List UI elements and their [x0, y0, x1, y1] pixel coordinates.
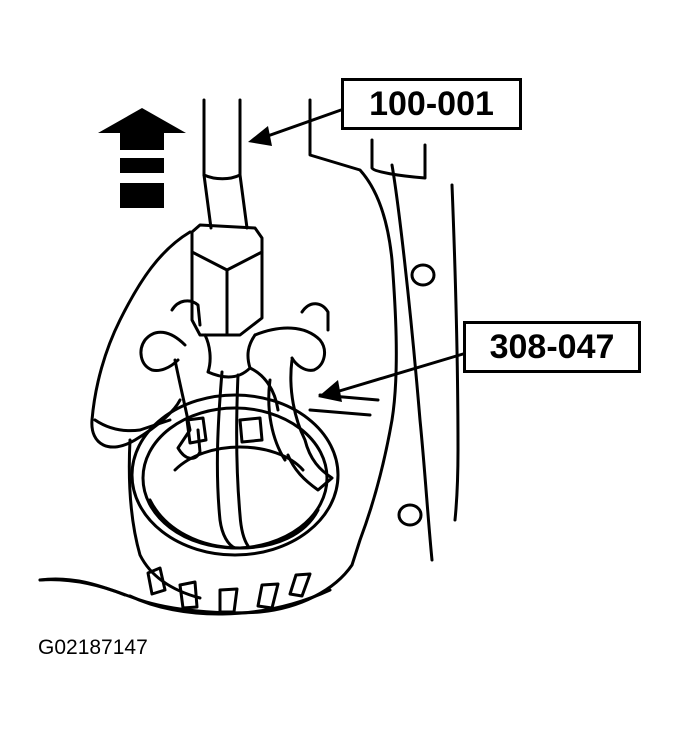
- puller-left-arm: [141, 332, 185, 370]
- fin: [258, 584, 278, 608]
- fin-base-line: [130, 590, 330, 614]
- puller-center-hook-2: [237, 375, 248, 546]
- shaft-left-edge: [204, 100, 211, 228]
- fin: [220, 589, 237, 612]
- puller-center-hook: [217, 372, 235, 548]
- bolt-hole: [399, 505, 421, 525]
- fin: [148, 568, 165, 594]
- shaft-right-edge: [240, 100, 247, 228]
- left-nut: [187, 418, 206, 443]
- bore-outer-ring: [132, 395, 338, 555]
- housing-edge-line: [392, 165, 432, 560]
- housing-edge-line-outer: [452, 185, 458, 520]
- fin: [180, 582, 197, 608]
- figure-id-label: G02187147: [38, 636, 148, 659]
- housing-curve-lower: [129, 440, 200, 598]
- puller-right-knob: [302, 304, 328, 330]
- puller-left-knob: [172, 301, 200, 325]
- housing-inner-contour: [92, 232, 190, 447]
- callout-label-100-001: 100-001: [341, 78, 522, 130]
- hex-adapter-face: [192, 252, 262, 270]
- puller-center-arm: [250, 368, 278, 410]
- hex-adapter: [192, 225, 262, 335]
- bolt-hole: [412, 265, 434, 285]
- leader-arrowhead-308-047: [318, 380, 342, 402]
- callout-label-308-047: 308-047: [463, 321, 641, 373]
- housing-outline: [40, 100, 396, 613]
- housing-rib-left: [40, 580, 125, 595]
- puller-right-arm: [255, 328, 325, 370]
- puller-left-jaw: [175, 360, 200, 458]
- puller-right-jaw-inner: [269, 380, 285, 460]
- up-arrow-icon: [98, 108, 186, 208]
- leader-line-100-001: [262, 110, 341, 138]
- housing-side-line: [310, 410, 370, 415]
- fin: [290, 574, 310, 596]
- leader-arrowhead-100-001: [248, 126, 272, 146]
- bore-inner-shadow: [150, 500, 318, 548]
- puller-center-body: [205, 335, 255, 377]
- puller-right-jaw: [288, 360, 332, 490]
- leader-line-308-047: [336, 354, 463, 392]
- housing-ledge: [95, 420, 170, 431]
- housing-flange-line: [372, 140, 425, 178]
- shaft-collar: [204, 175, 240, 179]
- center-nut: [240, 418, 262, 442]
